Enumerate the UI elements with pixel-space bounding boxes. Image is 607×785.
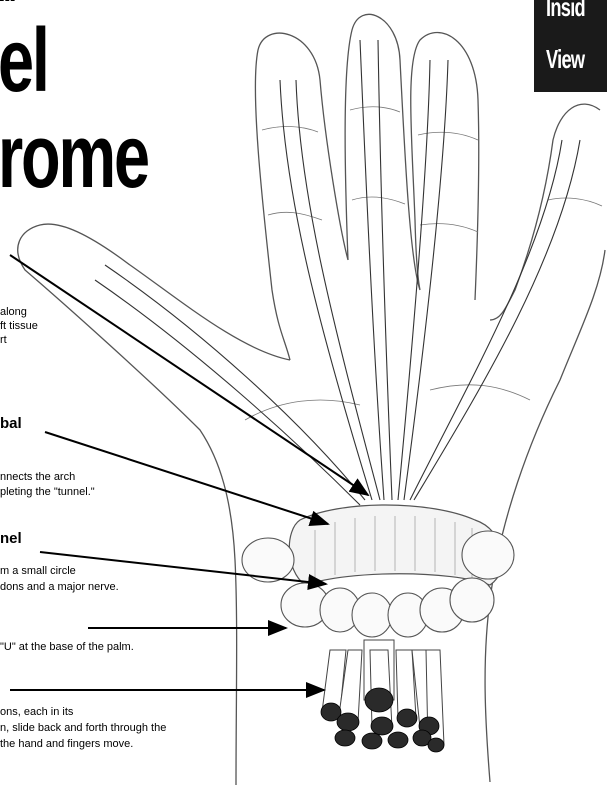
finger-tendons — [95, 40, 580, 505]
tunnel-heading: nel — [0, 530, 22, 547]
tendons-description-2: n, slide back and forth through the — [0, 721, 166, 735]
finger-creases — [245, 107, 602, 420]
ligament-description-1: nnects the arch — [0, 470, 75, 484]
arch-description-2: ft tissue — [0, 319, 38, 333]
tunnel-description-1: m a small circle — [0, 564, 76, 578]
arch-description-3: rt — [0, 333, 7, 347]
tendons-description-1: ons, each in its — [0, 705, 73, 719]
tunnel-description-2: dons and a major nerve. — [0, 580, 119, 594]
tendons-description-3: the hand and fingers move. — [0, 737, 133, 751]
ligament-description-2: pleting the "tunnel." — [0, 485, 95, 499]
arch-description-1: along — [0, 305, 27, 319]
bones-description: "U" at the base of the palm. — [0, 640, 134, 654]
ligament-heading: bal — [0, 415, 22, 432]
